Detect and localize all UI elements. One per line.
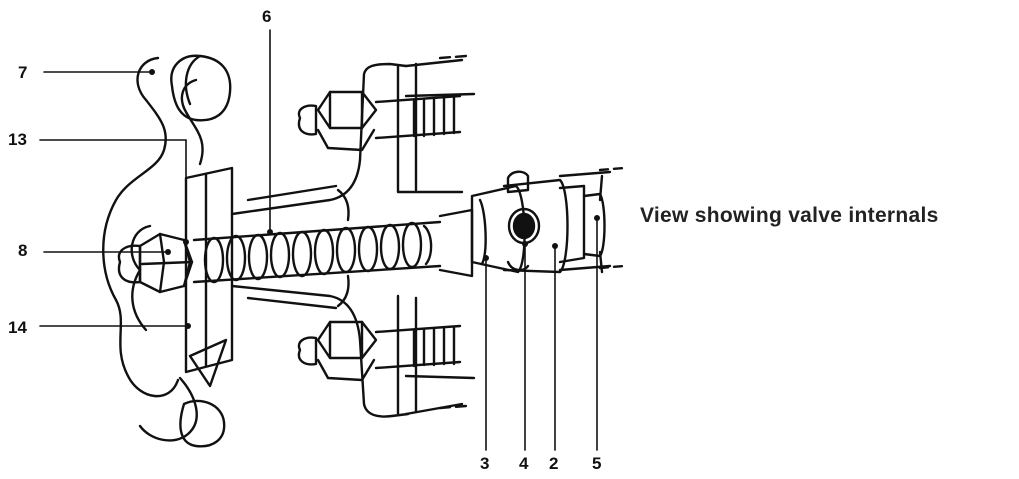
callout-3: 3	[480, 454, 490, 473]
callout-8: 8	[18, 241, 28, 260]
valve-seat	[438, 184, 526, 278]
figure-caption: View showing valve internals	[640, 204, 939, 227]
callout-6: 6	[262, 7, 272, 26]
callout-4: 4	[519, 454, 529, 473]
leader-lines	[39, 29, 598, 451]
handwheel-knob-top	[170, 54, 232, 122]
lower-bolt	[297, 320, 462, 382]
flange	[396, 54, 476, 416]
callout-2: 2	[549, 454, 559, 473]
callout-5: 5	[592, 454, 602, 473]
flow-passage-lines	[558, 166, 626, 272]
callout-14: 14	[8, 318, 27, 337]
stem-nut	[117, 232, 194, 294]
callout-7: 7	[18, 63, 28, 82]
upper-bolt	[297, 90, 462, 152]
spring-stem	[192, 220, 442, 284]
seat-ring	[558, 174, 606, 274]
callout-13: 13	[8, 130, 27, 149]
handwheel-knob-bottom	[179, 399, 226, 448]
leader-dots	[149, 69, 600, 329]
